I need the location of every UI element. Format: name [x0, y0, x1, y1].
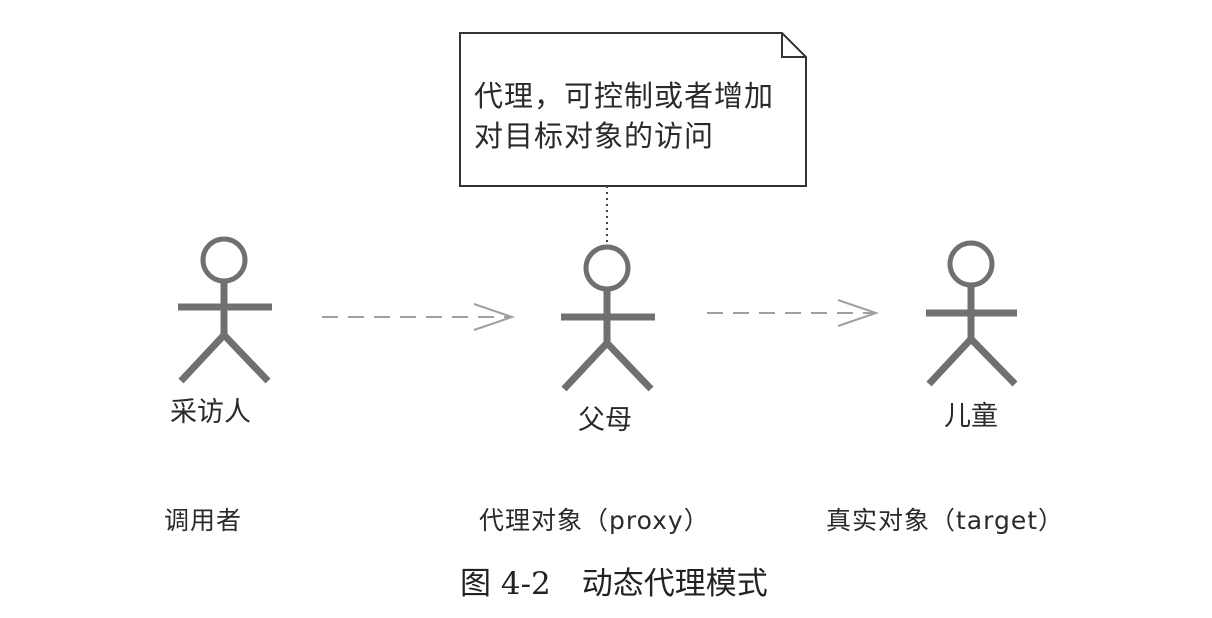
note-line-2: 对目标对象的访问: [474, 119, 715, 153]
arrow-interviewer-to-parents: [322, 303, 516, 331]
arrow-parents-to-child: [707, 299, 880, 327]
figure-caption: 图 4-2 动态代理模式: [460, 566, 768, 602]
note-text: 代理，可控制或者增加 对目标对象的访问: [474, 76, 774, 156]
actor-label-child: 儿童: [944, 401, 998, 432]
role-label-caller: 调用者: [164, 506, 243, 535]
role-label-proxy: 代理对象（proxy）: [479, 506, 710, 535]
actor-child-figure: [926, 240, 1018, 387]
actor-parents-figure: [561, 244, 655, 392]
actor-label-parents: 父母: [578, 405, 632, 436]
note-box: [459, 32, 807, 187]
note-line-1: 代理，可控制或者增加: [474, 79, 775, 113]
actor-label-interviewer: 采访人: [170, 397, 251, 428]
actor-interviewer-figure: [178, 236, 272, 384]
role-label-target: 真实对象（target）: [826, 506, 1065, 535]
